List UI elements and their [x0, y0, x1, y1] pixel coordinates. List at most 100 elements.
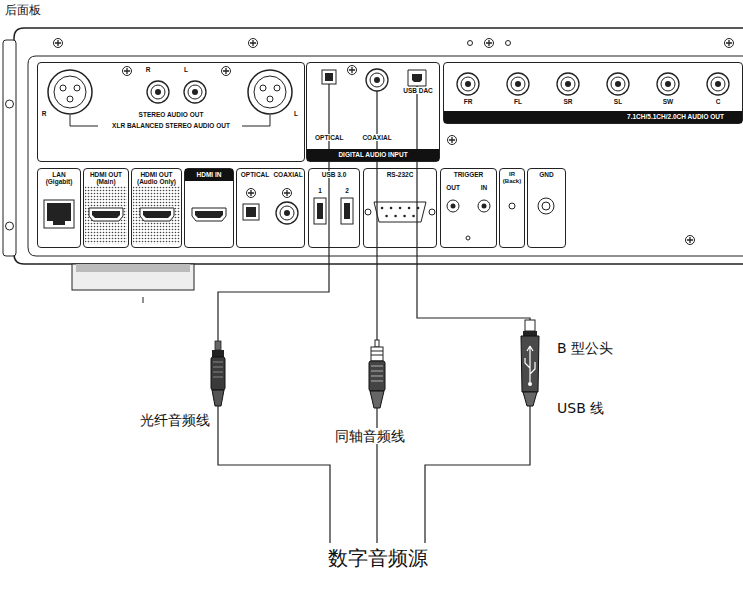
- optical-slot: [325, 73, 333, 81]
- foot-shade: [76, 264, 190, 272]
- cable-label: 同轴音频线: [333, 428, 407, 444]
- coaxial-jack: [366, 69, 388, 91]
- channel-label: SL: [614, 98, 622, 105]
- db9-screw: [365, 209, 371, 215]
- dotted-area: [85, 186, 127, 244]
- usb-port: [314, 198, 326, 224]
- foot: [72, 264, 194, 303]
- trigger-pin: [482, 204, 487, 209]
- diagram-title: 后面板: [5, 4, 41, 18]
- node-text: COAXIAL: [361, 134, 392, 141]
- screw: [448, 136, 457, 145]
- rca-jack: [657, 73, 679, 95]
- port-group: OPTICAL: [312, 66, 346, 149]
- panel-section: HDMI OUT (Audio Only): [131, 168, 182, 248]
- cable-label: USB 线: [557, 400, 604, 416]
- optical-plug: [211, 341, 225, 406]
- trigger-jack: [447, 200, 459, 212]
- gnd-terminal: [538, 198, 554, 214]
- node-text: 7.1CH/5.1CH/2.0CH AUDIO OUT: [444, 111, 742, 123]
- port-number: 1: [318, 187, 322, 194]
- node-text: DIGITAL AUDIO INPUT: [307, 149, 439, 161]
- lan-notch: [53, 221, 65, 225]
- panel-section: HDMI OUT (Main): [83, 168, 129, 248]
- lan-port: [44, 200, 74, 228]
- chassis-outline: [14, 28, 743, 264]
- lan-socket: [47, 203, 71, 221]
- node-text: USB DAC: [402, 87, 434, 94]
- node-text: HDMI OUT (Audio Only): [133, 171, 180, 186]
- node-text: USB 3.0: [321, 171, 348, 178]
- node-text: OPTICAL: [240, 171, 271, 178]
- inner-plate: [28, 56, 743, 256]
- trigger-jack: [478, 200, 490, 212]
- panel-section: DIGITAL AUDIO INPUT OPTICAL COAXIAL USB DAC: [306, 62, 440, 162]
- plug-tip: [215, 341, 221, 350]
- hdmi-port: [89, 208, 123, 221]
- plug-body: [369, 361, 385, 391]
- channel-label: R: [146, 66, 151, 73]
- db9-screw: [429, 209, 435, 215]
- usb-b-port: [408, 70, 426, 86]
- rca-jack: [607, 73, 629, 95]
- screw: [249, 39, 258, 48]
- audio-cable: [218, 149, 330, 543]
- port-number: 2: [345, 187, 349, 194]
- panel-section: TRIGGER: [440, 168, 497, 248]
- vent-hole: [506, 41, 511, 46]
- panel-section: 7.1CH/5.1CH/2.0CH AUDIO OUT: [443, 62, 743, 124]
- screw: [247, 189, 256, 198]
- xlr-connector: [248, 70, 292, 114]
- node-text: GND: [538, 171, 554, 178]
- chassis: [3, 28, 743, 264]
- plug-rings: [371, 351, 383, 355]
- cable-label: B 型公头: [557, 340, 613, 356]
- cable-label: 光纤音频线: [140, 412, 210, 428]
- optical-slot: [246, 207, 256, 217]
- node-text: RS-232C: [386, 171, 415, 178]
- audio-cable: [417, 149, 530, 543]
- node-text: STEREO AUDIO OUT: [138, 111, 205, 118]
- panel-section: RS-232C: [363, 168, 437, 248]
- panel-section: STEREO AUDIO OUTXLR BALANCED STEREO AUDI…: [37, 62, 305, 162]
- ear-hole: [6, 222, 14, 230]
- screw: [686, 236, 695, 245]
- dotted-area: [133, 186, 180, 244]
- channel-label: SR: [563, 98, 572, 105]
- plug-body: [521, 336, 539, 392]
- plug-shell: [371, 347, 383, 361]
- plug-boot: [212, 390, 224, 406]
- port-label: IN: [481, 184, 488, 191]
- foot-body: [72, 264, 194, 290]
- plug-body: [211, 357, 225, 390]
- usb-symbol-dot: [528, 382, 532, 386]
- ir-jack: [509, 203, 515, 209]
- plug-collar: [523, 331, 537, 336]
- port-label: OUT: [446, 184, 460, 191]
- usb-tongue: [317, 203, 323, 219]
- small-hole: [466, 236, 470, 240]
- screw: [283, 189, 292, 198]
- channel-label: C: [716, 98, 721, 105]
- node-text: HDMI OUT (Main): [85, 171, 127, 186]
- screw: [348, 66, 357, 75]
- usb-b-plug: [521, 320, 539, 406]
- coaxial-plug: [369, 340, 385, 408]
- signal-source: 数字音频源: [318, 543, 438, 577]
- rca-jack: [707, 73, 729, 95]
- channel-label: FR: [464, 98, 473, 105]
- usb-b-slot: [412, 74, 422, 82]
- xlr-connector: [48, 70, 92, 114]
- screw: [54, 39, 63, 48]
- panel-section: OPTICALCOAXIAL: [236, 168, 305, 248]
- usb-tongue: [344, 203, 350, 219]
- node-text: OPTICAL: [314, 134, 344, 141]
- screw: [222, 67, 231, 76]
- coaxial-jack: [276, 202, 298, 224]
- panel-section: USB 3.0: [308, 168, 360, 248]
- tick-mark: [143, 297, 144, 303]
- plug-tip: [375, 340, 379, 347]
- plug-ribs: [213, 362, 223, 377]
